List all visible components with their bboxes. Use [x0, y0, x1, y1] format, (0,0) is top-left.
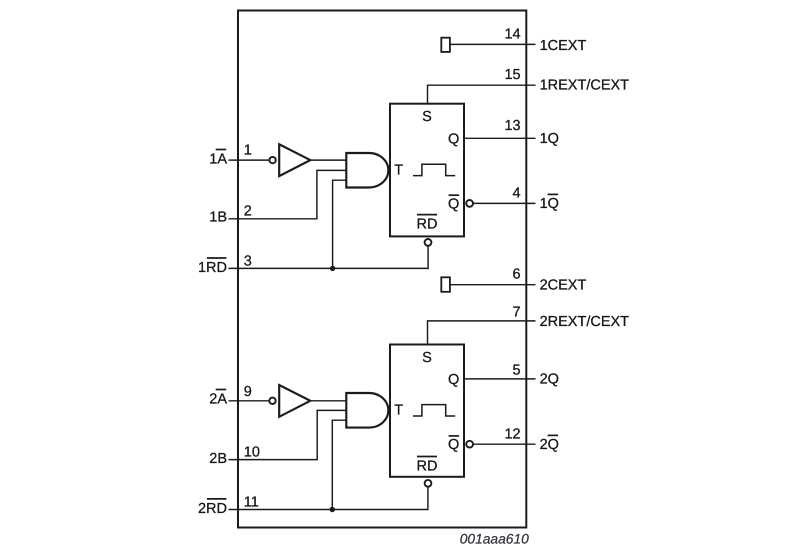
- svg-text:6: 6: [513, 267, 521, 283]
- svg-text:S: S: [422, 350, 432, 366]
- svg-text:10: 10: [244, 444, 260, 460]
- svg-text:T: T: [394, 162, 403, 178]
- svg-text:12: 12: [504, 426, 520, 442]
- svg-text:T: T: [394, 403, 403, 419]
- svg-text:9: 9: [244, 384, 252, 400]
- svg-text:1RD: 1RD: [198, 260, 227, 276]
- svg-text:Q: Q: [448, 131, 459, 147]
- svg-text:1CEXT: 1CEXT: [540, 38, 587, 54]
- svg-text:2Q: 2Q: [540, 372, 559, 388]
- svg-text:Q: Q: [448, 372, 459, 388]
- svg-text:1B: 1B: [209, 210, 227, 226]
- svg-text:2Q: 2Q: [540, 437, 559, 453]
- svg-text:S: S: [422, 109, 432, 125]
- svg-text:1REXT/CEXT: 1REXT/CEXT: [540, 78, 630, 94]
- svg-text:2CEXT: 2CEXT: [540, 278, 587, 294]
- svg-text:2A: 2A: [209, 392, 227, 408]
- svg-text:001aaa610: 001aaa610: [460, 532, 529, 547]
- svg-text:1A: 1A: [209, 152, 227, 168]
- svg-text:Q: Q: [448, 196, 459, 212]
- svg-text:2: 2: [244, 203, 252, 219]
- svg-text:5: 5: [513, 362, 521, 378]
- svg-text:2REXT/CEXT: 2REXT/CEXT: [540, 314, 630, 330]
- svg-text:15: 15: [504, 67, 520, 83]
- svg-text:2B: 2B: [209, 451, 227, 467]
- svg-text:4: 4: [513, 186, 521, 202]
- svg-text:7: 7: [513, 305, 521, 321]
- svg-text:2RD: 2RD: [198, 501, 227, 517]
- svg-text:RD: RD: [417, 217, 438, 233]
- svg-text:3: 3: [244, 254, 252, 270]
- svg-text:13: 13: [504, 118, 520, 134]
- svg-text:14: 14: [504, 27, 520, 43]
- svg-text:1Q: 1Q: [540, 131, 559, 147]
- svg-text:Q: Q: [448, 437, 459, 453]
- svg-text:11: 11: [244, 494, 259, 510]
- svg-text:RD: RD: [417, 459, 438, 475]
- svg-text:1Q: 1Q: [540, 196, 559, 212]
- svg-text:1: 1: [244, 143, 252, 159]
